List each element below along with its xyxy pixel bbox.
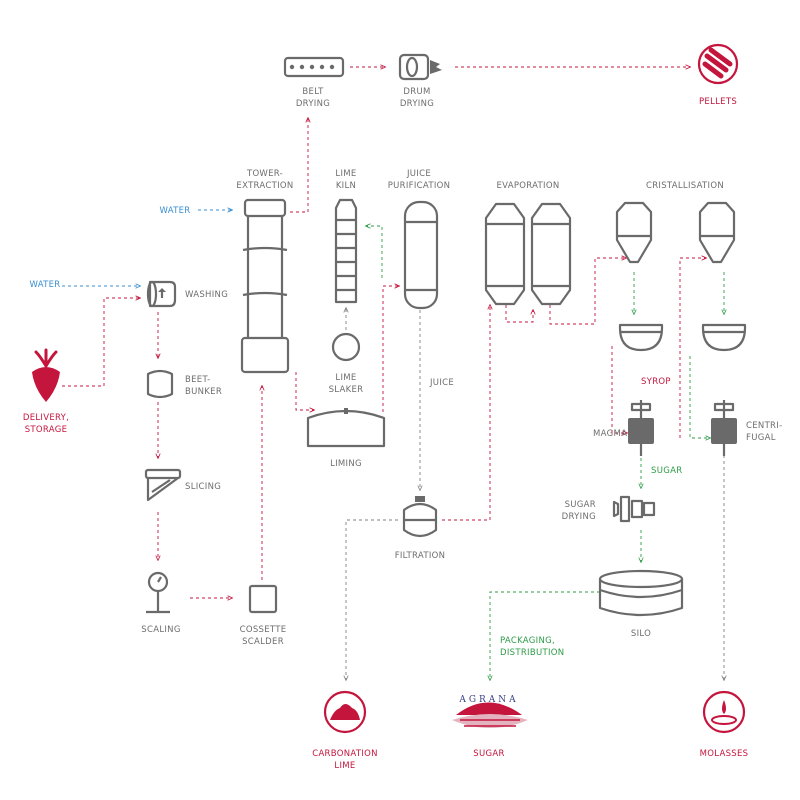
label-slicing: SLICING [185, 482, 221, 492]
label-magma: MAGMA [593, 429, 627, 439]
label-drum-drying-2: DRYING [400, 99, 434, 109]
label-evaporation: EVAPORATION [496, 181, 559, 191]
evaporation-icon [484, 202, 572, 306]
label-beet-bunker-2: BUNKER [185, 387, 222, 397]
label-lime-kiln-2: KILN [336, 181, 356, 191]
pellets-icon [697, 43, 739, 85]
label-carbonation-lime-2: LIME [334, 761, 355, 771]
label-delivery-1: DELIVERY, [23, 413, 69, 423]
label-delivery-2: STORAGE [25, 425, 68, 435]
label-syrop: SYROP [641, 377, 671, 387]
label-lime-slaker-2: SLAKER [329, 385, 364, 395]
magma-centrifuge-icon [628, 400, 654, 456]
label-sugar-product: SUGAR [473, 749, 504, 759]
carbonation-lime-icon [323, 690, 367, 734]
label-drum-drying-1: DRUM [403, 87, 430, 97]
label-water-left: WATER [29, 280, 60, 290]
label-belt-drying-1: BELT [302, 87, 324, 97]
label-lime-slaker-1: LIME [335, 373, 356, 383]
label-packaging-2: DISTRIBUTION [500, 648, 564, 658]
label-cossette-scalder-1: COSSETTE [240, 625, 287, 635]
cristallisation-bowl-icon [618, 323, 747, 352]
label-beet-bunker-1: BEET- [185, 375, 211, 385]
label-scaling: SCALING [141, 625, 180, 635]
label-sugar-flow: SUGAR [651, 466, 682, 476]
sugar-drying-icon [612, 495, 656, 523]
filtration-icon [402, 496, 438, 538]
agrana-logo: AGRANA [452, 695, 528, 728]
label-tower-2: EXTRACTION [236, 181, 293, 191]
beet-icon [32, 348, 60, 402]
flow-lines [62, 67, 724, 680]
label-juice: JUICE [429, 378, 454, 388]
tower-extraction-icon [240, 198, 290, 374]
cossette-scalder-icon [248, 584, 278, 614]
centrifugal-icon [711, 400, 737, 456]
label-washing: WASHING [185, 290, 228, 300]
label-water-top: WATER [159, 206, 190, 216]
label-juice-purification-2: PURIFICATION [388, 181, 451, 191]
lime-slaker-icon [331, 332, 361, 362]
label-centrifugal-1: CENTRI- [746, 421, 782, 431]
juice-purification-icon [403, 200, 439, 310]
labels: BELT DRYING DRUM DRYING PELLETS TOWER- E… [23, 87, 782, 771]
label-silo: SILO [631, 629, 651, 639]
liming-icon [306, 408, 386, 448]
label-molasses: MOLASSES [700, 749, 749, 759]
label-juice-purification-1: JUICE [406, 169, 431, 179]
label-filtration: FILTRATION [395, 551, 446, 561]
label-sugar-drying-2: DRYING [562, 512, 596, 522]
label-sugar-drying-1: SUGAR [565, 500, 596, 510]
label-cristallisation: CRISTALLISATION [646, 181, 724, 191]
cristallisation-icon [615, 201, 736, 264]
label-cossette-scalder-2: SCALDER [242, 637, 284, 647]
belt-drying-icon [283, 56, 345, 78]
label-tower-1: TOWER- [246, 169, 283, 179]
scaling-icon [146, 571, 170, 614]
label-lime-kiln-1: LIME [335, 169, 356, 179]
beet-bunker-icon [146, 369, 174, 399]
label-pellets: PELLETS [699, 97, 737, 107]
label-carbonation-lime-1: CARBONATION [312, 749, 378, 759]
silo-icon [598, 569, 684, 617]
washing-icon [146, 280, 177, 308]
molasses-icon [702, 690, 746, 734]
label-liming: LIMING [330, 459, 362, 469]
label-packaging-1: PACKAGING, [500, 636, 555, 646]
agrana-logo-text: AGRANA [458, 695, 518, 705]
slicing-icon [144, 468, 182, 502]
lime-kiln-icon [334, 198, 358, 304]
label-belt-drying-2: DRYING [296, 99, 330, 109]
drum-drying-icon [398, 53, 442, 81]
label-centrifugal-2: FUGAL [746, 433, 776, 443]
